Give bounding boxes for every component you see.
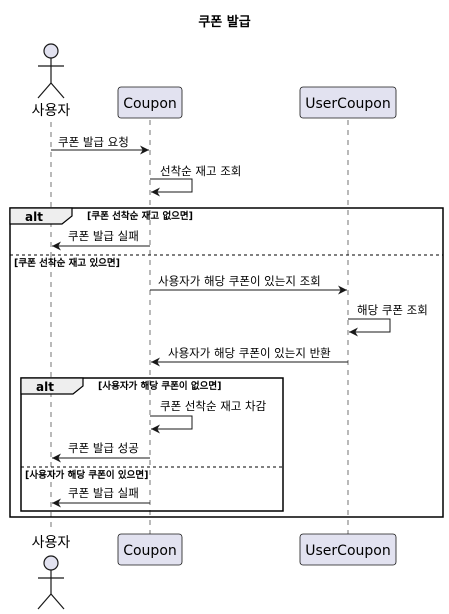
message-7-label: 쿠폰 선착순 재고 차감 bbox=[160, 399, 267, 413]
message-2-arrow bbox=[150, 178, 193, 197]
message-3-label: 쿠폰 발급 실패 bbox=[68, 229, 139, 243]
alt-fragment-outer-keyword: alt bbox=[25, 210, 43, 224]
message-6-label: 사용자가 해당 쿠폰이 있는지 반환 bbox=[168, 346, 331, 360]
message-7-arrow bbox=[150, 415, 193, 434]
message-4-label: 사용자가 해당 쿠폰이 있는지 조회 bbox=[158, 274, 321, 288]
participant-user-coupon-top-label: UserCoupon bbox=[305, 96, 390, 112]
alt-fragment-inner bbox=[20, 377, 284, 512]
message-2-label: 선착순 재고 조회 bbox=[160, 164, 241, 178]
message-8-label: 쿠폰 발급 성공 bbox=[68, 441, 139, 455]
participant-coupon-top-label: Coupon bbox=[123, 96, 177, 112]
message-9-label: 쿠폰 발급 실패 bbox=[68, 486, 139, 500]
participant-coupon-bottom bbox=[117, 533, 183, 566]
participant-coupon-bottom-label: Coupon bbox=[123, 543, 177, 559]
actor-bottom-icon bbox=[37, 555, 65, 610]
alt-fragment-outer bbox=[9, 207, 444, 518]
diagram-title: 쿠폰 발급 bbox=[198, 14, 250, 30]
participant-user-coupon-bottom-label: UserCoupon bbox=[305, 543, 390, 559]
alt-fragment-outer-guard-2: [쿠폰 선착순 재고 있으면] bbox=[14, 257, 120, 269]
participant-user-coupon-bottom bbox=[299, 533, 397, 566]
actor-top-label: 사용자 bbox=[32, 103, 71, 119]
message-1-label: 쿠폰 발급 요청 bbox=[58, 135, 129, 149]
message-5-arrow bbox=[348, 318, 391, 337]
alt-fragment-inner-guard-2: [사용자가 해당 쿠폰이 있으면] bbox=[25, 469, 149, 481]
actor-top-icon bbox=[37, 43, 65, 99]
participant-user-coupon-top bbox=[299, 86, 397, 119]
message-5-label: 해당 쿠폰 조회 bbox=[357, 303, 428, 317]
alt-fragment-outer-guard-1: [쿠폰 선착순 재고 없으면] bbox=[87, 210, 193, 222]
alt-fragment-inner-guard-1: [사용자가 해당 쿠폰이 없으면] bbox=[98, 380, 222, 392]
participant-coupon-top bbox=[117, 86, 183, 119]
actor-bottom-label: 사용자 bbox=[32, 535, 71, 551]
alt-fragment-inner-keyword: alt bbox=[36, 380, 54, 394]
alt-fragment-inner-tab bbox=[20, 377, 84, 395]
alt-fragment-outer-tab bbox=[9, 207, 73, 225]
